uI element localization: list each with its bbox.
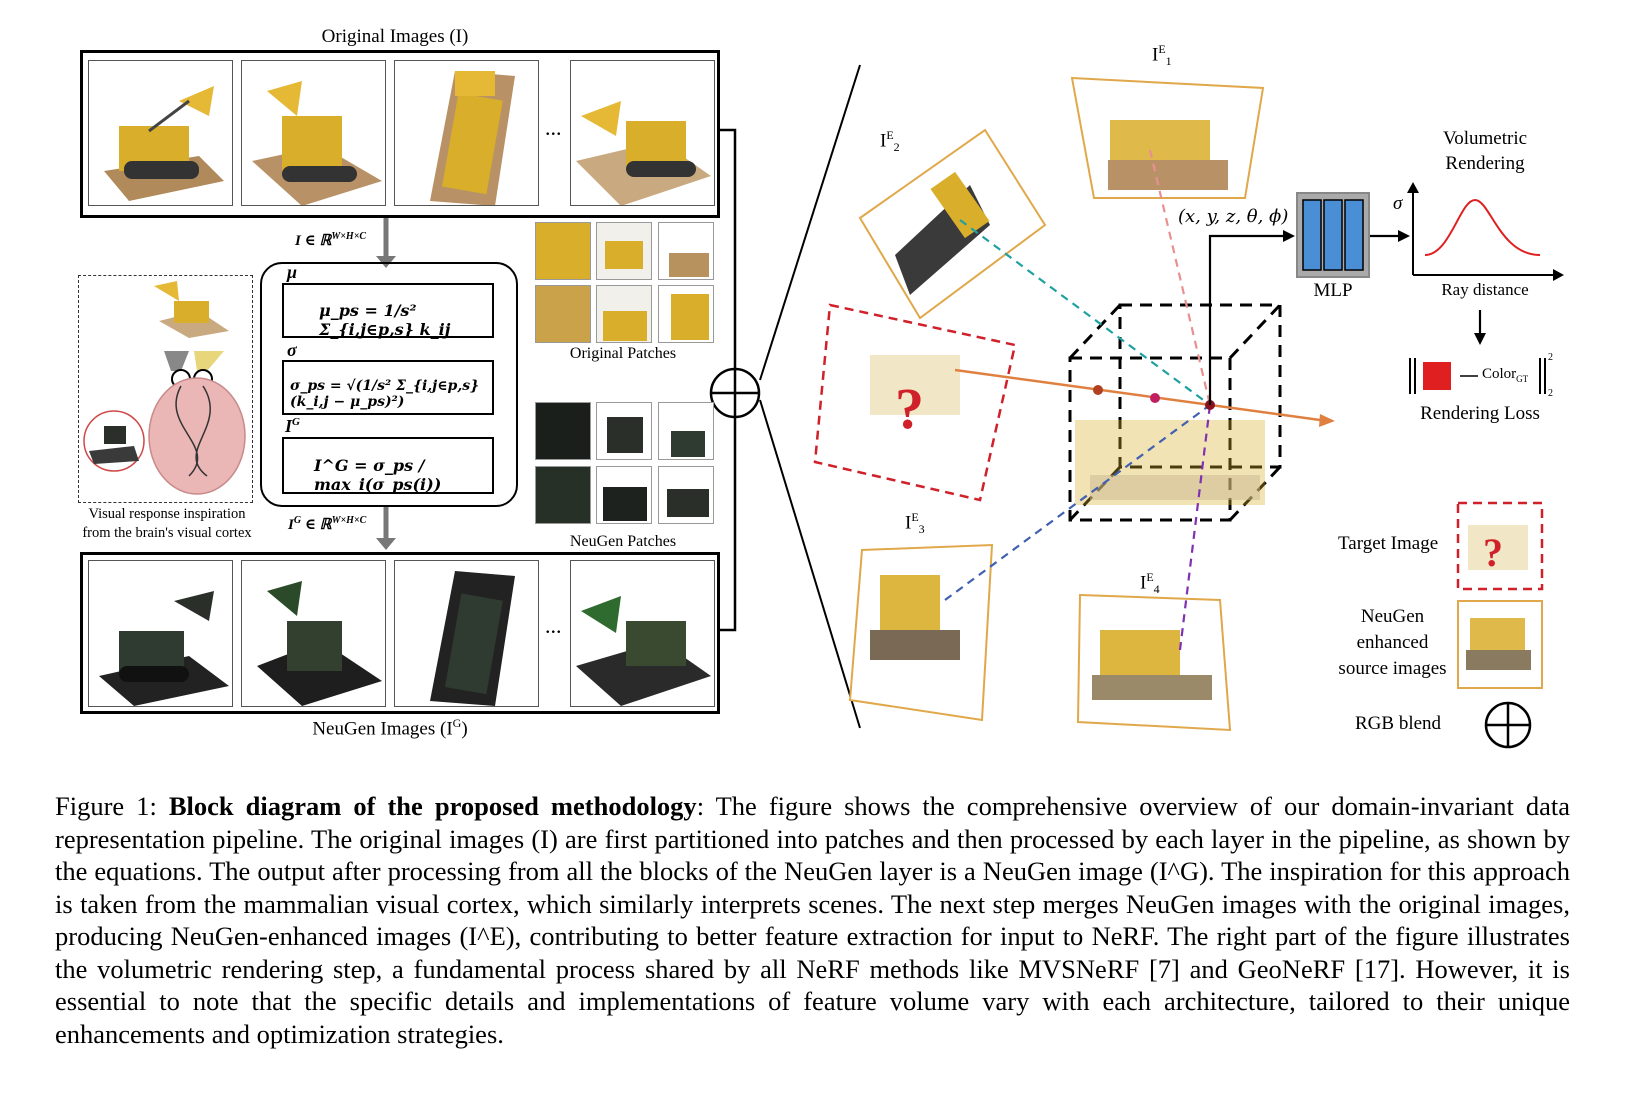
target-question-mark: ?	[895, 376, 924, 441]
svg-text:?: ?	[1483, 530, 1503, 575]
mlp-block	[1296, 192, 1370, 278]
mlp-input-label: (x, y, z, θ, ϕ)	[1178, 206, 1289, 227]
figure-caption: Figure 1: Block diagram of the proposed …	[55, 790, 1570, 1050]
original-patches-label: Original Patches	[569, 345, 677, 362]
neugen-images-label: NeuGen Images (IG)	[312, 716, 468, 740]
neugen-images-frame: ...	[80, 552, 720, 714]
brain-caption: Visual response inspiration from the bra…	[82, 506, 252, 541]
target-view-frame: ?	[813, 303, 1017, 502]
loss-sup: 2	[1548, 352, 1553, 363]
mu-head: μ	[287, 262, 298, 282]
original-patch-1	[535, 222, 591, 280]
neugen-patch-4	[535, 466, 591, 524]
original-patch-4	[535, 285, 591, 343]
legend-rgb-blend-label: RGB blend	[1355, 713, 1442, 734]
ig-equation: I^G = σ_ps / max_i(σ_ps(i))	[282, 437, 494, 494]
mlp-label: MLP	[1313, 280, 1353, 301]
neugen-patches-label: NeuGen Patches	[569, 533, 677, 550]
neugen-patch-5	[596, 466, 652, 524]
view-frame-4	[1076, 593, 1232, 732]
original-patch-3	[658, 222, 714, 280]
neugen-image-2	[241, 560, 386, 707]
original-image-3	[394, 60, 539, 206]
equations-block	[260, 262, 518, 507]
original-image-4	[570, 60, 715, 206]
input-space-label: I ∈ ℝW×H×C	[295, 231, 367, 249]
view-label-3: IE3	[905, 510, 925, 537]
rendering-diagram: ?	[759, 64, 1564, 749]
original-patch-2	[596, 222, 652, 280]
neugen-patch-6	[658, 466, 714, 524]
neugen-image-3	[394, 560, 539, 707]
loss-color-gt: ColorGT	[1482, 366, 1529, 384]
legend-target-label: Target Image	[1338, 533, 1439, 554]
caption-body: : The figure shows the comprehensive ove…	[55, 791, 1570, 1049]
sigma-head: σ	[287, 340, 297, 360]
rendering-loss-expression	[1409, 358, 1546, 394]
neugen-image-1	[88, 560, 233, 707]
view-label-1: IE1	[1152, 42, 1172, 69]
legend-neugen-box	[1457, 600, 1543, 689]
ellipsis-bottom: ...	[545, 613, 562, 638]
neugen-patch-1	[535, 402, 591, 460]
ray-distance-label: Ray distance	[1441, 280, 1529, 299]
neugen-patch-2	[596, 402, 652, 460]
mu-equation: μ_ps = 1/s² Σ_{i,j∈p,s} k_ij	[282, 283, 494, 339]
sigma-axis-label: σ	[1393, 193, 1403, 214]
view-frame-3	[848, 543, 994, 722]
original-image-1	[88, 60, 233, 206]
original-patch-6	[658, 285, 714, 343]
legend-neugen-label: NeuGen enhanced source images	[1338, 606, 1447, 679]
caption-title: Block diagram of the proposed methodolog…	[168, 791, 697, 821]
legend-target-box: ?	[1456, 501, 1544, 591]
rendering-loss-label: Rendering Loss	[1420, 403, 1540, 424]
original-patch-5	[596, 285, 652, 343]
neugen-image-4	[570, 560, 715, 707]
original-images-frame: ...	[80, 50, 720, 218]
loss-sub: 2	[1548, 388, 1553, 399]
left-connectors	[376, 128, 761, 632]
brain-inspiration-box	[78, 275, 253, 503]
view-label-2: IE2	[880, 128, 900, 155]
view-label-4: IE4	[1140, 570, 1160, 597]
ig-head: IG	[285, 416, 300, 436]
caption-prefix: Figure 1:	[55, 791, 169, 821]
original-image-2	[241, 60, 386, 206]
output-space-label: IG ∈ ℝW×H×C	[288, 515, 367, 533]
original-images-label: Original Images (I)	[321, 26, 469, 47]
legend-rgb-blend-icon	[1484, 701, 1532, 749]
sigma-equation: σ_ps = √(1/s² Σ_{i,j∈p,s} (k_i,j − μ_ps)…	[282, 360, 494, 415]
view-frame-2	[858, 128, 1047, 320]
volumetric-rendering-label: Volumetric Rendering	[1442, 128, 1528, 174]
view-frame-1	[1070, 76, 1265, 199]
density-plot	[1407, 182, 1564, 281]
ellipsis-top: ...	[545, 115, 562, 140]
neugen-patch-3	[658, 402, 714, 460]
